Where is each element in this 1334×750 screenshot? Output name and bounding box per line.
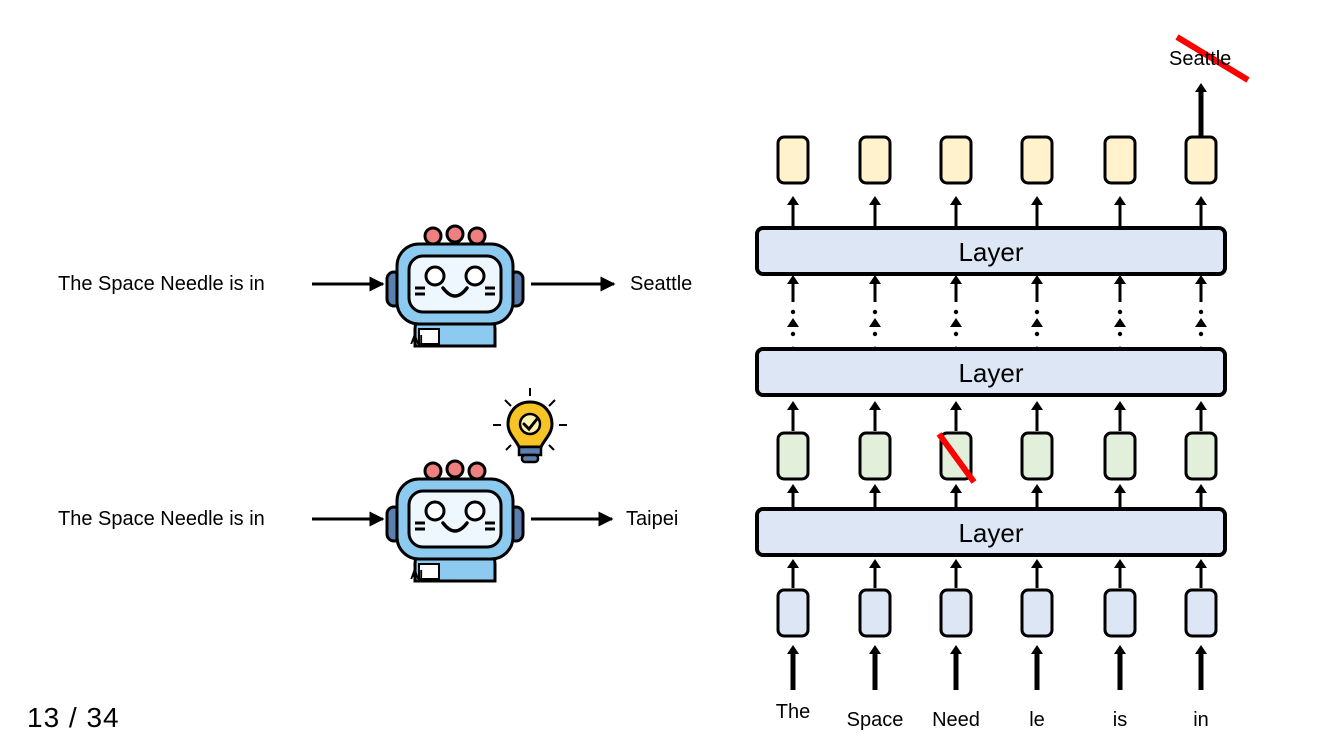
hidden-state-box bbox=[1103, 431, 1137, 481]
output-box bbox=[1184, 135, 1218, 185]
hidden-state-box bbox=[858, 431, 892, 481]
arrow-to-layer1-head bbox=[787, 559, 799, 568]
embedding-box bbox=[1103, 588, 1137, 638]
page-number: 13 / 34 bbox=[27, 702, 120, 733]
hidden-spacer-head bbox=[1195, 318, 1207, 327]
arrow-from-top-layer-head bbox=[1195, 275, 1207, 284]
hidden-spacer-head bbox=[869, 318, 881, 327]
token-label: in bbox=[1193, 709, 1209, 731]
prediction-strike bbox=[1175, 34, 1250, 83]
ablation-strike bbox=[936, 432, 977, 484]
token-input-arrow-head bbox=[869, 645, 881, 654]
token-label: The bbox=[776, 701, 810, 723]
example-1-output: Seattle bbox=[630, 273, 693, 295]
hidden-spacer-head bbox=[1031, 318, 1043, 327]
ellipsis-dot bbox=[1198, 309, 1204, 315]
arrow-to-hidden-head bbox=[869, 484, 881, 493]
arrow-to-layer2-head bbox=[1195, 401, 1207, 410]
token-input-arrow-head bbox=[1195, 645, 1207, 654]
arrow-to-output-head bbox=[1031, 196, 1043, 205]
example-2-output: Taipei bbox=[626, 508, 679, 530]
arrow-to-layer2-head bbox=[869, 401, 881, 410]
ellipsis-dot bbox=[1034, 309, 1040, 315]
ellipsis-dot bbox=[790, 309, 796, 315]
arrow-to-hidden-head bbox=[1195, 484, 1207, 493]
lightbulb-icon bbox=[493, 388, 567, 464]
token-input-arrow-head bbox=[1031, 645, 1043, 654]
layer-1 bbox=[755, 507, 1227, 557]
hidden-state-box bbox=[1020, 431, 1054, 481]
arrow-to-hidden-head bbox=[950, 484, 962, 493]
embedding-box bbox=[858, 588, 892, 638]
hidden-spacer-head bbox=[1114, 318, 1126, 327]
example-2: AI bbox=[312, 388, 614, 583]
example-2-input: The Space Needle is in bbox=[58, 508, 265, 530]
layer-top-label: Layer bbox=[958, 237, 1023, 267]
embedding-box bbox=[776, 588, 810, 638]
arrow-to-output-head bbox=[950, 196, 962, 205]
arrow-to-layer2-head bbox=[950, 401, 962, 410]
layer-top bbox=[755, 226, 1227, 276]
token-input-arrow-head bbox=[787, 645, 799, 654]
ellipsis-dot bbox=[953, 309, 959, 315]
output-box bbox=[1103, 135, 1137, 185]
robot-icon bbox=[385, 459, 525, 583]
arrow-to-hidden-head bbox=[1114, 484, 1126, 493]
embedding-box bbox=[1184, 588, 1218, 638]
example-1-input: The Space Needle is in bbox=[58, 273, 265, 295]
arrow-to-output-head bbox=[787, 196, 799, 205]
token-label: le bbox=[1029, 709, 1045, 731]
arrow-to-layer1-head bbox=[950, 559, 962, 568]
arrow-to-layer2-head bbox=[787, 401, 799, 410]
arrow-to-layer1-head bbox=[1195, 559, 1207, 568]
arrow-from-top-layer-head bbox=[1031, 275, 1043, 284]
prediction-arrow-head bbox=[1195, 83, 1207, 92]
embedding-box bbox=[939, 588, 973, 638]
arrow-to-output-head bbox=[869, 196, 881, 205]
output-box bbox=[1020, 135, 1054, 185]
arrow-to-output-head bbox=[1114, 196, 1126, 205]
ellipsis-dot bbox=[1117, 309, 1123, 315]
struck-prediction: Seattle bbox=[1169, 48, 1232, 70]
output-box bbox=[858, 135, 892, 185]
output-box bbox=[939, 135, 973, 185]
token-label: is bbox=[1113, 709, 1127, 731]
ai-badge-icon: AI bbox=[410, 567, 423, 582]
embedding-box bbox=[1020, 588, 1054, 638]
output-box bbox=[776, 135, 810, 185]
token-label: Need bbox=[932, 709, 980, 731]
ellipsis-dot bbox=[872, 309, 878, 315]
hidden-spacer-head bbox=[950, 318, 962, 327]
arrow-to-hidden-head bbox=[787, 484, 799, 493]
layer-2-label: Layer bbox=[958, 358, 1023, 388]
example-1: AI bbox=[312, 224, 616, 348]
arrow-from-top-layer-head bbox=[869, 275, 881, 284]
token-input-arrow-head bbox=[1114, 645, 1126, 654]
arrow-to-layer1-head bbox=[869, 559, 881, 568]
layer-1-label: Layer bbox=[958, 518, 1023, 548]
arrow-from-top-layer-head bbox=[950, 275, 962, 284]
hidden-spacer-head bbox=[787, 318, 799, 327]
arrow-from-top-layer-head bbox=[787, 275, 799, 284]
hidden-state-box bbox=[776, 431, 810, 481]
arrow-to-layer2-head bbox=[1031, 401, 1043, 410]
layer-2 bbox=[755, 347, 1227, 397]
token-input-arrow-head bbox=[950, 645, 962, 654]
hidden-state-box bbox=[1184, 431, 1218, 481]
arrow-to-output-head bbox=[1195, 196, 1207, 205]
arrow-from-top-layer-head bbox=[1114, 275, 1126, 284]
arrow-to-layer2-head bbox=[1114, 401, 1126, 410]
ai-badge-icon: AI bbox=[410, 332, 423, 347]
robot-icon bbox=[385, 224, 525, 348]
arrow-to-layer1-head bbox=[1114, 559, 1126, 568]
arrow-to-layer1-head bbox=[1031, 559, 1043, 568]
arrow-to-hidden-head bbox=[1031, 484, 1043, 493]
token-label: Space bbox=[847, 709, 904, 731]
